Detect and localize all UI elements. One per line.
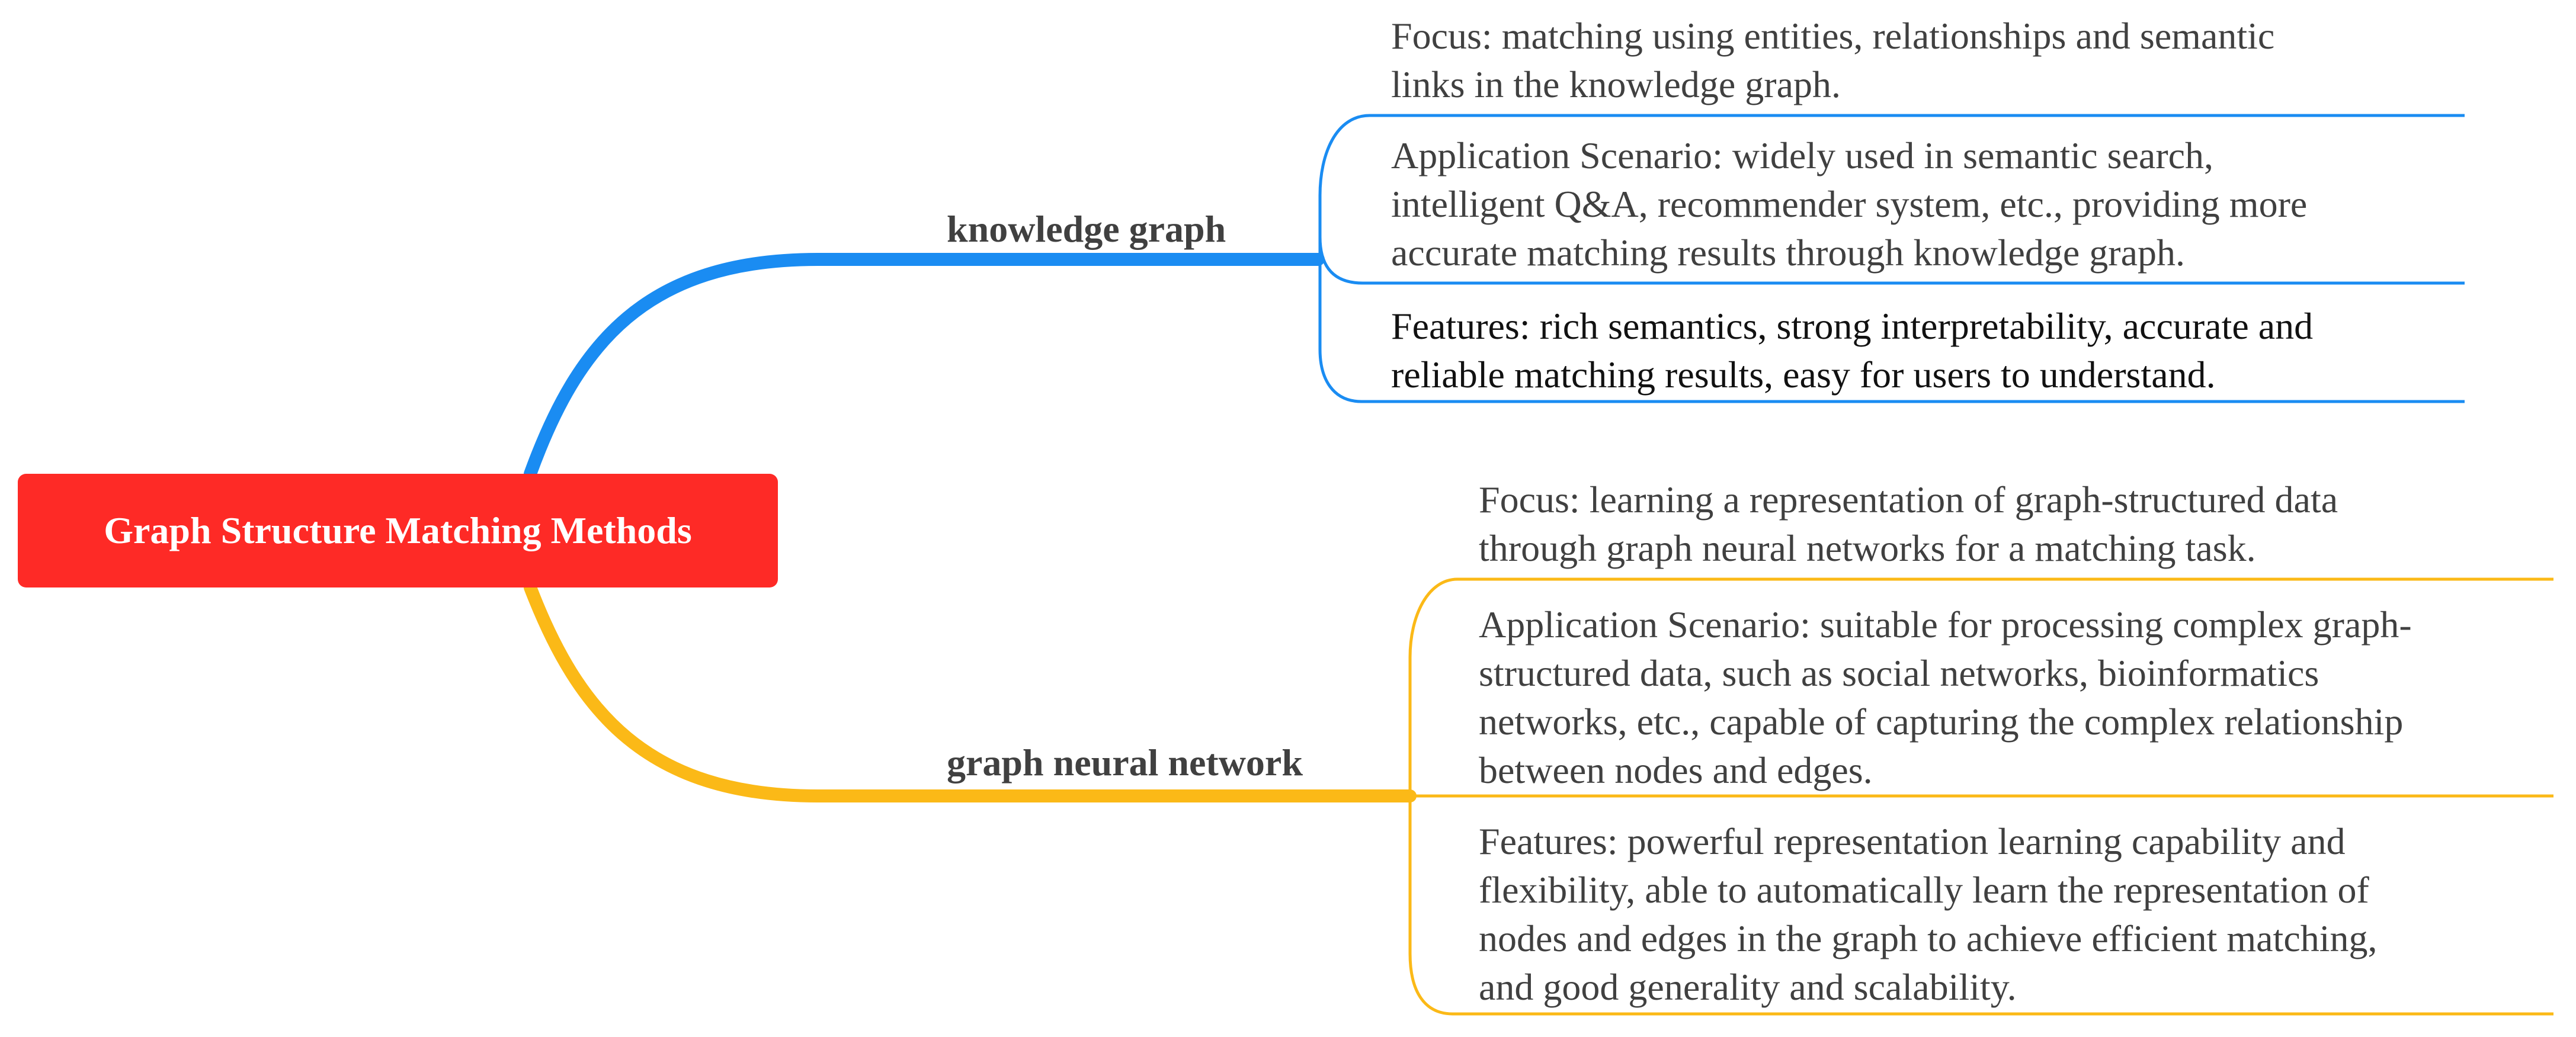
- root-node-label: Graph Structure Matching Methods: [104, 509, 692, 551]
- gnn-focus-leaf: Focus: learning a representation of grap…: [1479, 479, 2338, 569]
- gnn-features-leaf: Features: powerful representation learni…: [1479, 820, 2378, 1008]
- branch-gnn-label[interactable]: graph neural network: [947, 741, 1303, 784]
- gnn-bracket: [1408, 577, 1458, 1016]
- root-to-knowledge-graph-connector: [524, 253, 1325, 480]
- knowledge-graph-features-leaf: Features: rich semantics, strong interpr…: [1391, 305, 2314, 396]
- knowledge-graph-bracket-mid: [1318, 236, 1363, 285]
- knowledge-graph-focus-leaf: Focus: matching using entities, relation…: [1391, 15, 2275, 105]
- knowledge-graph-bracket: [1318, 114, 1370, 403]
- branch-knowledge-graph-label[interactable]: knowledge graph: [947, 208, 1226, 250]
- root-node[interactable]: Graph Structure Matching Methods: [18, 474, 778, 587]
- gnn-application-leaf: Application Scenario: suitable for proce…: [1479, 603, 2412, 791]
- knowledge-graph-application-leaf: Application Scenario: widely used in sem…: [1391, 134, 2308, 274]
- root-to-gnn-connector: [524, 581, 1417, 802]
